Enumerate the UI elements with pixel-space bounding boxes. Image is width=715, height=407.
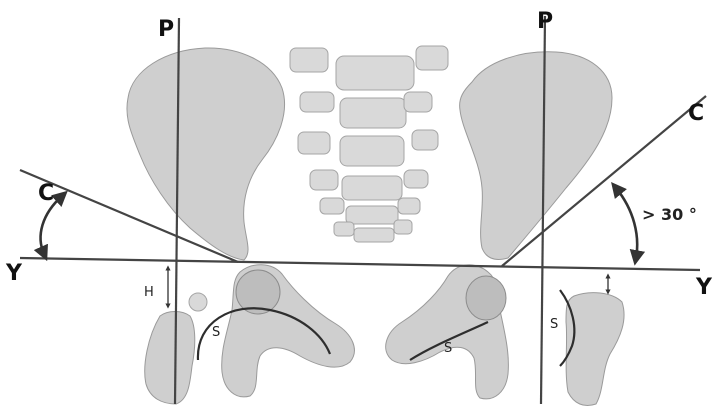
label-s-right-hip: S — [444, 341, 452, 356]
label-h: H — [144, 285, 154, 300]
angle-arrow-right — [616, 188, 637, 258]
label-y-left: Y — [5, 261, 23, 286]
label-c-right: C — [688, 101, 704, 126]
right-ilium — [460, 52, 612, 260]
label-y-right: Y — [695, 275, 713, 300]
label-s-left-hip: S — [212, 325, 220, 340]
label-p-right: P — [537, 9, 553, 34]
label-s-right-femur: S — [550, 317, 558, 332]
label-p-left: P — [158, 17, 174, 42]
left-ilium — [127, 48, 285, 260]
right-femur — [566, 293, 624, 406]
y-line — [20, 258, 700, 270]
sacrum — [290, 46, 448, 242]
label-c-left: C — [38, 181, 54, 206]
left-femur — [145, 312, 195, 405]
label-angle: > 30 ° — [642, 205, 697, 224]
